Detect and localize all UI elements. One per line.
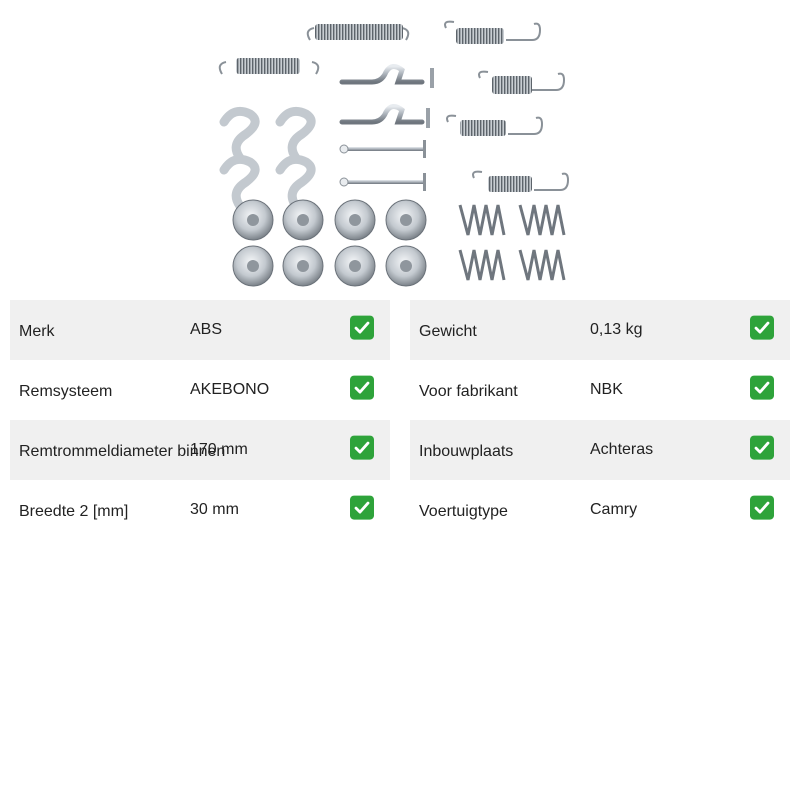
spec-value: Camry	[590, 501, 638, 518]
adjuster-lever-2	[339, 104, 430, 128]
spec-label: Gewicht	[419, 322, 477, 340]
spec-label: Voor fabrikant	[419, 382, 518, 400]
spec-label: Voertuigtype	[419, 502, 508, 520]
spec-table-left: Merk ABS Remsysteem AKEBONO Remtrommeldi…	[10, 300, 390, 540]
check-icon	[350, 435, 374, 460]
long-spring-2	[218, 58, 320, 75]
compression-springs	[458, 204, 566, 281]
spec-label: Breedte 2 [mm]	[19, 502, 129, 520]
hold-down-pin-2	[339, 173, 426, 191]
spec-row: Remtrommeldiameter binnen 170 mm	[10, 420, 390, 480]
spec-row: Inbouwplaats Achteras	[410, 420, 790, 480]
hook-spring-1	[444, 20, 542, 44]
spec-value: ABS	[190, 321, 223, 338]
check-icon	[350, 495, 374, 520]
hook-spring-2	[478, 70, 566, 94]
spec-table-right: Gewicht 0,13 kg Voor fabrikant NBK Inbou…	[410, 300, 790, 540]
hook-spring-3	[446, 114, 544, 136]
spec-label: Inbouwplaats	[419, 442, 514, 460]
spec-value: 170 mm	[190, 441, 248, 458]
spec-label: Remtrommeldiameter binnen	[19, 442, 226, 460]
spec-label: Merk	[19, 322, 55, 340]
adjuster-lever-1	[339, 64, 434, 88]
check-icon	[750, 375, 774, 400]
spec-row: Merk ABS	[10, 300, 390, 360]
product-image	[218, 20, 570, 287]
hook-clips	[219, 106, 316, 211]
spec-row: Voertuigtype Camry	[410, 480, 790, 540]
check-icon	[750, 435, 774, 460]
long-spring-1	[306, 24, 410, 41]
hold-down-pin-1	[339, 140, 426, 158]
check-icon	[350, 375, 374, 400]
spec-label: Remsysteem	[19, 382, 113, 400]
spec-row: Gewicht 0,13 kg	[410, 300, 790, 360]
check-icon	[750, 315, 774, 340]
washers	[232, 199, 427, 287]
spec-value: 30 mm	[190, 501, 239, 518]
spec-value: NBK	[590, 381, 623, 398]
spec-value: Achteras	[590, 441, 654, 458]
spec-row: Voor fabrikant NBK	[410, 360, 790, 420]
hook-spring-4	[472, 170, 570, 192]
spec-row: Remsysteem AKEBONO	[10, 360, 390, 420]
check-icon	[750, 495, 774, 520]
spec-row: Breedte 2 [mm] 30 mm	[10, 480, 390, 540]
spec-value: AKEBONO	[190, 381, 270, 398]
check-icon	[350, 315, 374, 340]
spec-value: 0,13 kg	[590, 321, 643, 338]
